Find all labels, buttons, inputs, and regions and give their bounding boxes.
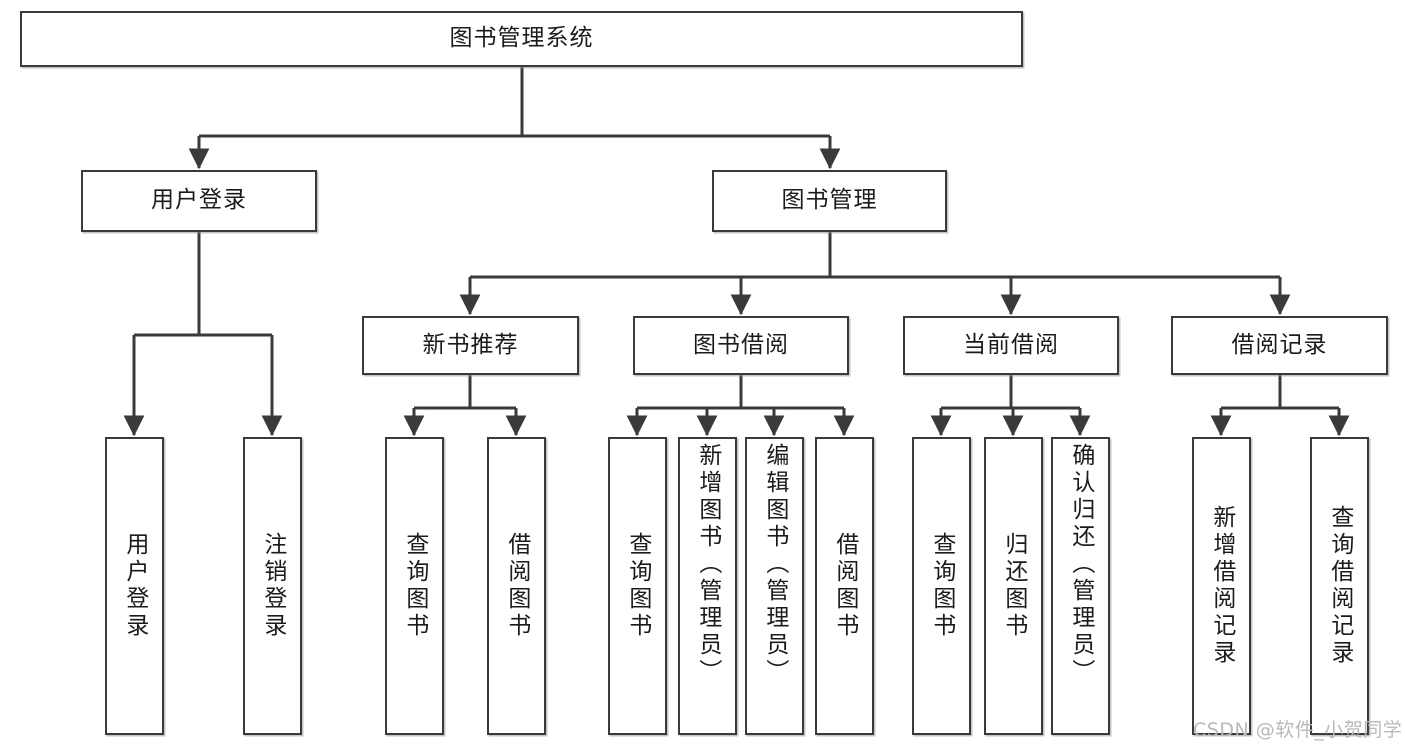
leaf-borrow-book[interactable]: 借阅图书: [815, 437, 874, 735]
leaf-query-book-recommend[interactable]: 查询图书: [385, 437, 444, 735]
leaf-user-login[interactable]: 用户登录: [105, 437, 164, 735]
leaf-add-book-admin[interactable]: 新增图书（管理员）: [678, 437, 737, 735]
node-new-book-recommend[interactable]: 新书推荐: [362, 316, 579, 375]
leaf-return-book[interactable]: 归还图书: [984, 437, 1043, 735]
leaf-edit-book-admin[interactable]: 编辑图书（管理员）: [745, 437, 804, 735]
node-user-login[interactable]: 用户登录: [81, 170, 317, 232]
node-book-management[interactable]: 图书管理: [712, 170, 947, 232]
leaf-query-book-current[interactable]: 查询图书: [912, 437, 971, 735]
leaf-user-logout[interactable]: 注销登录: [243, 437, 302, 735]
leaf-add-borrow-record[interactable]: 新增借阅记录: [1192, 437, 1251, 735]
leaf-query-borrow-record[interactable]: 查询借阅记录: [1310, 437, 1369, 735]
csdn-watermark: CSDN @软件_小贺同学: [1193, 719, 1403, 741]
node-current-borrow[interactable]: 当前借阅: [903, 316, 1119, 375]
leaf-confirm-return-admin[interactable]: 确认归还（管理员）: [1051, 437, 1110, 735]
leaf-borrow-book-recommend[interactable]: 借阅图书: [487, 437, 546, 735]
leaf-query-book-borrow[interactable]: 查询图书: [608, 437, 667, 735]
node-root[interactable]: 图书管理系统: [20, 11, 1023, 67]
node-borrow-record[interactable]: 借阅记录: [1171, 316, 1388, 375]
node-book-borrow[interactable]: 图书借阅: [633, 316, 849, 375]
